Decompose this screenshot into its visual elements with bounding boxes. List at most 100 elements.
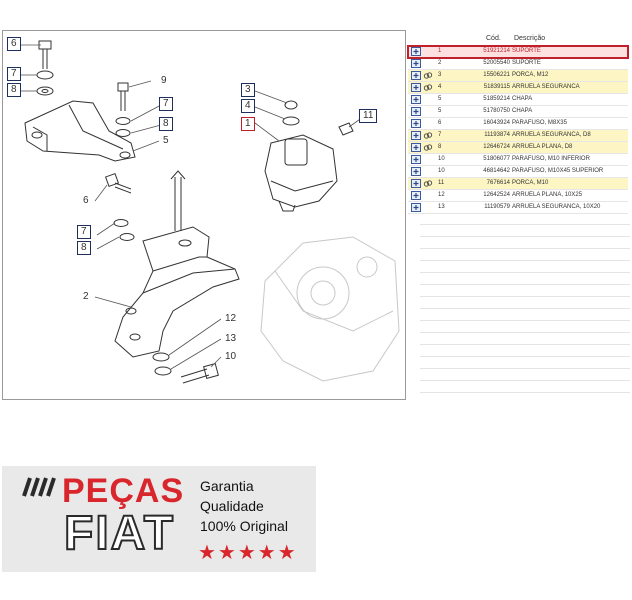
row-number: 5 <box>438 108 442 114</box>
empty-row-line <box>420 236 630 237</box>
rating-stars: ★★★★★ <box>198 542 298 564</box>
row-code[interactable]: 11190579 <box>484 204 510 210</box>
row-description: PARAFUSO, M10 INFERIOR <box>512 156 590 162</box>
header-description: Descrição <box>514 35 546 42</box>
row-code[interactable]: 51921214 <box>483 48 510 54</box>
callout-12[interactable]: 12 <box>225 313 237 324</box>
engine-mount-drawing <box>264 100 354 212</box>
row-number: 4 <box>438 84 442 90</box>
empty-row-line <box>420 308 630 309</box>
callout-10[interactable]: 10 <box>225 351 237 362</box>
add-to-cart-icon[interactable] <box>411 119 421 128</box>
add-to-cart-icon[interactable] <box>411 131 421 140</box>
empty-row-line <box>420 296 630 297</box>
row-code[interactable]: 46814642 <box>483 168 510 174</box>
callout-2[interactable]: 2 <box>83 291 89 302</box>
callout-11[interactable]: 11 <box>359 109 378 123</box>
empty-row-line <box>420 248 630 249</box>
row-code[interactable]: 51859214 <box>483 96 510 102</box>
row-number: 8 <box>438 144 442 150</box>
add-to-cart-icon[interactable] <box>411 107 421 116</box>
row-code[interactable]: 51839115 <box>483 84 510 90</box>
add-to-cart-icon[interactable] <box>411 47 421 56</box>
row-description: ARRUELA PLANA, 10X25 <box>512 192 583 198</box>
callout-6[interactable]: 6 <box>83 195 89 206</box>
callout-8-mid[interactable]: 8 <box>159 117 173 131</box>
tag-qualidade: Qualidade <box>200 498 264 514</box>
callout-1[interactable]: 1 <box>241 117 255 131</box>
row-description: CHAPA <box>512 108 533 114</box>
header-code: Cód. <box>486 35 501 42</box>
callout-7-mid[interactable]: 7 <box>159 97 173 111</box>
row-code[interactable]: 11193874 <box>484 132 510 138</box>
callout-4[interactable]: 4 <box>241 99 255 113</box>
add-to-cart-icon[interactable] <box>411 59 421 68</box>
add-to-cart-icon[interactable] <box>411 203 421 212</box>
row-number: 12 <box>438 192 445 198</box>
empty-row-line <box>420 344 630 345</box>
row-code[interactable]: 12642524 <box>483 192 510 198</box>
callout-8-low[interactable]: 8 <box>77 241 91 255</box>
row-number: 10 <box>438 156 445 162</box>
callout-7-left[interactable]: 7 <box>7 67 21 81</box>
add-to-cart-icon[interactable] <box>411 179 421 188</box>
link-icon <box>423 179 433 188</box>
row-code[interactable]: 51806077 <box>483 156 510 162</box>
row-code[interactable]: 16043924 <box>483 120 510 126</box>
row-number: 11 <box>438 180 445 186</box>
callout-5[interactable]: 5 <box>163 135 169 146</box>
link-icon <box>423 143 433 152</box>
callout-8-left[interactable]: 8 <box>7 83 21 97</box>
row-description: ARRUELA SEGURANCA, 10X20 <box>512 204 601 210</box>
row-code[interactable]: 15506221 <box>483 72 510 78</box>
diagram-drawing <box>17 40 400 384</box>
add-to-cart-icon[interactable] <box>411 167 421 176</box>
empty-row-line <box>420 356 630 357</box>
leader-lines <box>17 44 364 370</box>
row-description: SUPORTE <box>512 48 541 54</box>
callout-9[interactable]: 9 <box>161 75 167 86</box>
callout-6-top[interactable]: 6 <box>7 37 21 51</box>
pecas-fiat-banner: PEÇAS FIAT Garantia Qualidade 100% Origi… <box>2 466 316 572</box>
row-code[interactable]: 7676614 <box>486 180 510 186</box>
bottom-fasteners-drawing <box>152 352 219 384</box>
add-to-cart-icon[interactable] <box>411 143 421 152</box>
transmission-sketch <box>260 236 400 382</box>
empty-row-line <box>420 392 630 393</box>
add-to-cart-icon[interactable] <box>411 95 421 104</box>
row-code[interactable]: 52005540 <box>483 60 510 66</box>
add-to-cart-icon[interactable] <box>411 191 421 200</box>
empty-row-line <box>420 332 630 333</box>
add-to-cart-icon[interactable] <box>411 71 421 80</box>
row-description: PARAFUSO, M8X35 <box>512 120 567 126</box>
callout-7-low[interactable]: 7 <box>77 225 91 239</box>
link-icon <box>423 83 433 92</box>
add-to-cart-icon[interactable] <box>411 155 421 164</box>
left-bracket-drawing <box>24 100 136 162</box>
row-code[interactable]: 51780750 <box>483 108 510 114</box>
main-support-drawing <box>114 170 240 358</box>
brand-fiat: FIAT <box>63 506 176 561</box>
row-code[interactable]: 12646724 <box>483 144 510 150</box>
add-to-cart-icon[interactable] <box>411 83 421 92</box>
callout-3[interactable]: 3 <box>241 83 255 97</box>
empty-row-line <box>420 284 630 285</box>
callout-13[interactable]: 13 <box>225 333 237 344</box>
bolt-9-drawing <box>115 82 131 137</box>
empty-row-line <box>420 260 630 261</box>
